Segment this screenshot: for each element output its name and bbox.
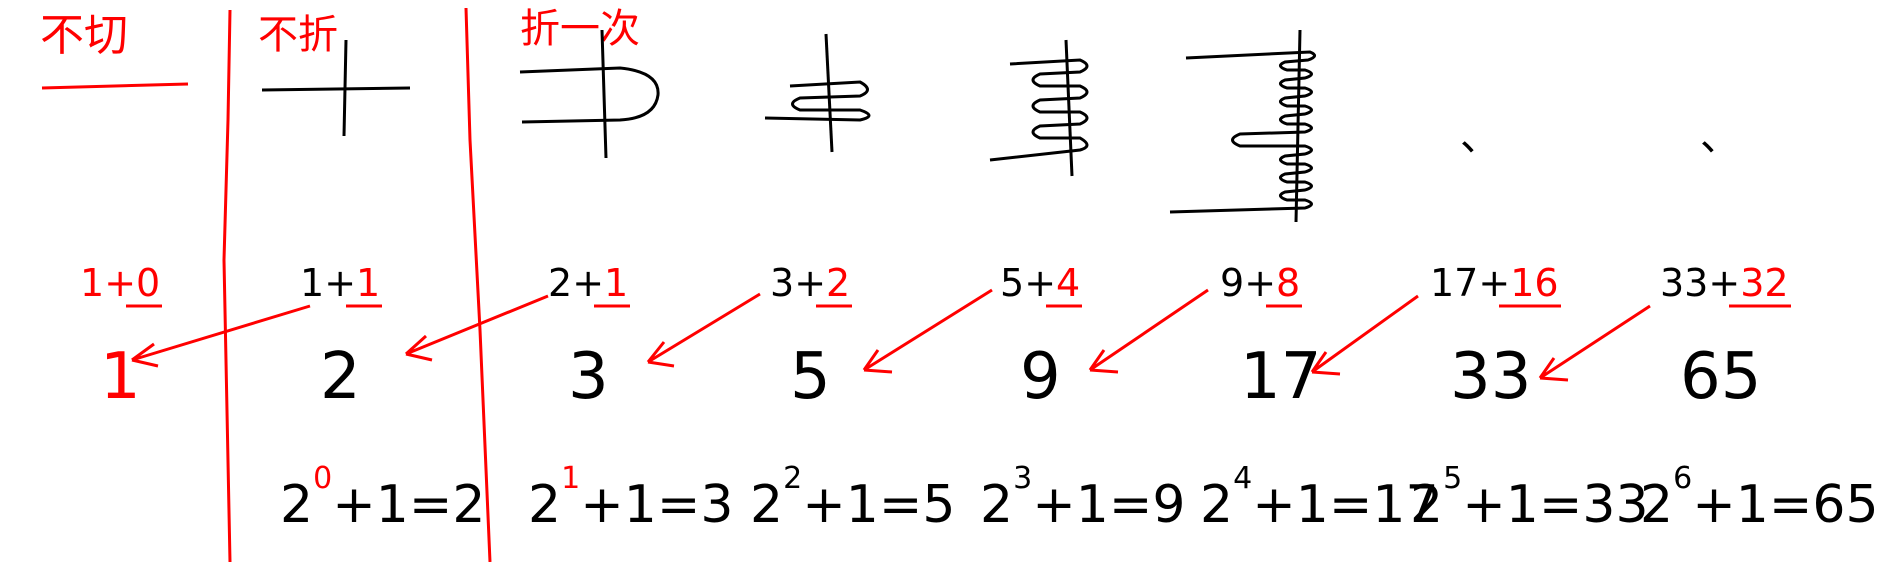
sketch-no-cut — [261, 39, 411, 137]
column-fold-3: 5+4 9 23+1=9 — [980, 261, 1186, 535]
header-no-cut: 不切 — [40, 10, 128, 61]
arrow-6 — [1310, 294, 1419, 376]
header-no-fold: 不折 — [258, 12, 338, 58]
sum-op: + — [1478, 261, 1510, 305]
sum-a: 5 — [1000, 261, 1024, 305]
formula-rest: +1=3 — [580, 475, 733, 535]
sum-a: 9 — [1220, 261, 1244, 305]
formula-base: 2 — [1640, 475, 1673, 535]
formula-exponent: 0 — [313, 461, 332, 496]
sum-expression: 2+1 — [548, 261, 628, 305]
sum-expression: 5+4 — [1000, 261, 1080, 305]
power-formula: 20+1=2 — [280, 461, 486, 535]
power-formula: 21+1=3 — [528, 461, 734, 535]
formula-base: 2 — [1410, 475, 1443, 535]
formula-base: 2 — [1200, 475, 1233, 535]
result-value: 2 — [320, 340, 361, 414]
sum-a: 33 — [1660, 261, 1708, 305]
columns-layer: 1+011+1220+1=22+1321+1=33+2522+1=55+4923… — [80, 261, 1879, 535]
sketch-fold-1 — [519, 29, 660, 159]
sum-a: 1 — [300, 261, 324, 305]
ellipsis-mark-1: 、 — [1460, 114, 1500, 160]
result-value: 33 — [1450, 340, 1531, 414]
formula-exponent: 6 — [1673, 461, 1692, 496]
column-fold-5: 17+16 33 25+1=33 — [1410, 261, 1649, 535]
formula-rest: +1=9 — [1032, 475, 1185, 535]
formula-exponent: 2 — [783, 461, 802, 496]
arrow-5 — [1088, 288, 1209, 374]
power-formula: 25+1=33 — [1410, 461, 1649, 535]
sum-b: 4 — [1056, 261, 1080, 305]
sum-b: 8 — [1276, 261, 1300, 305]
divider-line-2 — [464, 7, 492, 562]
sum-b: 1 — [604, 261, 628, 305]
sum-b: 32 — [1740, 261, 1788, 305]
sketch-fold-2 — [764, 33, 871, 153]
result-value: 17 — [1240, 340, 1321, 414]
result-value: 5 — [790, 340, 831, 414]
sum-op: + — [104, 261, 136, 305]
arrow-1 — [131, 304, 311, 368]
sum-op: + — [1244, 261, 1276, 305]
formula-exponent: 5 — [1443, 461, 1462, 496]
sum-expression: 1+0 — [80, 261, 160, 305]
sum-op: + — [324, 261, 356, 305]
formula-rest: +1=65 — [1692, 475, 1878, 535]
formula-base: 2 — [528, 475, 561, 535]
formula-exponent: 4 — [1233, 461, 1252, 496]
sum-b: 16 — [1510, 261, 1558, 305]
formula-rest: +1=2 — [332, 475, 485, 535]
sum-op: + — [1024, 261, 1056, 305]
formula-base: 2 — [980, 475, 1013, 535]
sum-expression: 9+8 — [1220, 261, 1300, 305]
power-formula: 26+1=65 — [1640, 461, 1879, 535]
sum-op: + — [794, 261, 826, 305]
sum-b: 0 — [136, 261, 160, 305]
formula-rest: +1=17 — [1252, 475, 1438, 535]
result-value: 9 — [1020, 340, 1061, 414]
column-no-cut: 1+01 — [80, 261, 162, 414]
formula-exponent: 3 — [1013, 461, 1032, 496]
sum-b: 2 — [826, 261, 850, 305]
sum-a: 1 — [80, 261, 104, 305]
sum-expression: 1+1 — [300, 261, 380, 305]
formula-rest: +1=5 — [802, 475, 955, 535]
arrow-7 — [1538, 304, 1651, 382]
sum-b: 1 — [356, 261, 380, 305]
sum-a: 3 — [770, 261, 794, 305]
formula-base: 2 — [280, 475, 313, 535]
sum-a: 2 — [548, 261, 572, 305]
sum-op: + — [1708, 261, 1740, 305]
column-fold-4: 9+8 17 24+1=17 — [1200, 261, 1439, 535]
arrow-4 — [862, 288, 993, 374]
sketch-fold-4 — [1169, 29, 1316, 223]
arrows — [131, 288, 1651, 382]
arrow-2 — [404, 294, 549, 362]
result-value: 65 — [1680, 340, 1761, 414]
column-fold-6: 33+32 65 26+1=65 — [1640, 261, 1879, 535]
result-value: 1 — [100, 340, 141, 414]
formula-rest: +1=33 — [1462, 475, 1648, 535]
power-formula: 23+1=9 — [980, 461, 1186, 535]
sketch-fold-3 — [989, 39, 1089, 177]
divider-line-1 — [222, 9, 232, 562]
header-fold-once: 折一次 — [520, 6, 640, 52]
arrow-3 — [646, 292, 761, 368]
sum-expression: 33+32 — [1660, 261, 1789, 305]
ellipsis-mark-2: 、 — [1700, 114, 1740, 160]
header-no-cut-underline — [41, 82, 189, 90]
power-formula: 24+1=17 — [1200, 461, 1439, 535]
sum-a: 17 — [1430, 261, 1478, 305]
power-formula: 22+1=5 — [750, 461, 956, 535]
formula-base: 2 — [750, 475, 783, 535]
sum-op: + — [572, 261, 604, 305]
sum-expression: 17+16 — [1430, 261, 1559, 305]
result-value: 3 — [568, 340, 609, 414]
sum-expression: 3+2 — [770, 261, 850, 305]
formula-exponent: 1 — [561, 461, 580, 496]
